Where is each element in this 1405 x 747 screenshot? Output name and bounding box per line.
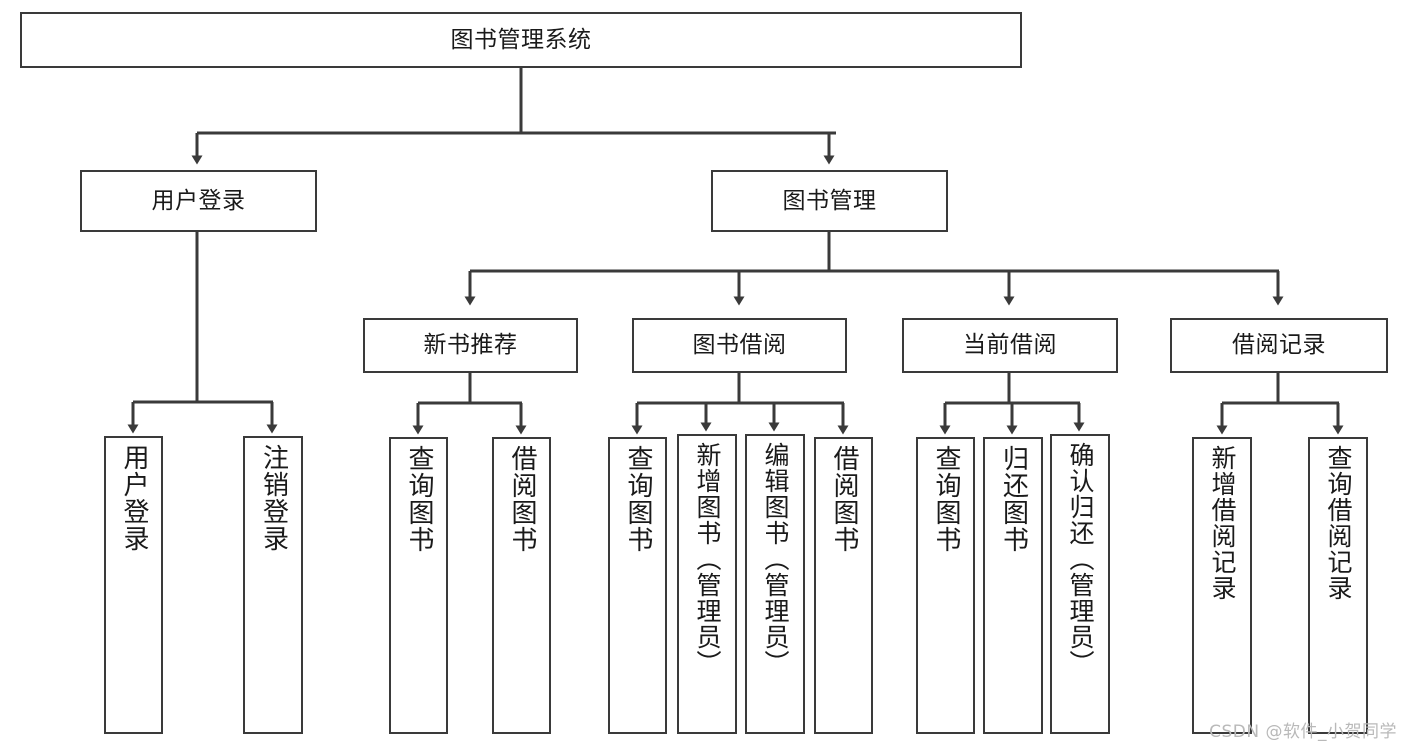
node-label: 新书推荐 [423,332,518,359]
node-label: 借阅图书 [507,445,538,553]
node-leaf-query-book-1[interactable]: 查询图书 [389,437,448,734]
node-label: 查询图书 [623,445,654,553]
node-label: 新增借阅记录 [1208,445,1237,601]
node-root-title[interactable]: 图书管理系统 [20,12,1022,68]
node-leaf-edit-book[interactable]: 编辑图书（管理员） [745,434,805,734]
node-label: 借阅记录 [1232,332,1326,359]
node-label: 用户登录 [119,444,150,552]
node-borrow-record[interactable]: 借阅记录 [1170,318,1388,373]
node-current-borrow[interactable]: 当前借阅 [902,318,1118,373]
node-leaf-user-login[interactable]: 用户登录 [104,436,163,734]
node-leaf-query-book-3[interactable]: 查询图书 [916,437,975,734]
node-label: 查询借阅记录 [1324,445,1353,601]
node-book-borrow[interactable]: 图书借阅 [632,318,847,373]
node-label: 图书管理 [782,187,877,214]
node-book-management[interactable]: 图书管理 [711,170,948,232]
node-label: 注销登录 [258,444,289,552]
node-leaf-query-borrow-record[interactable]: 查询借阅记录 [1308,437,1368,734]
node-label: 归还图书 [998,445,1029,553]
node-leaf-logout[interactable]: 注销登录 [243,436,303,734]
node-label: 当前借阅 [963,332,1057,359]
node-label: 查询图书 [931,445,962,553]
node-label: 借阅图书 [829,445,860,553]
node-leaf-query-book-2[interactable]: 查询图书 [608,437,667,734]
node-label: 新增图书（管理员） [693,442,722,676]
node-label: 图书管理系统 [450,26,592,53]
node-leaf-borrow-book-1[interactable]: 借阅图书 [492,437,551,734]
node-label: 图书借阅 [692,332,787,359]
node-leaf-borrow-book-2[interactable]: 借阅图书 [814,437,873,734]
node-leaf-add-borrow-record[interactable]: 新增借阅记录 [1192,437,1252,734]
node-leaf-confirm-return[interactable]: 确认归还（管理员） [1050,434,1110,734]
node-user-login[interactable]: 用户登录 [80,170,317,232]
node-label: 编辑图书（管理员） [761,442,790,676]
node-label: 确认归还（管理员） [1066,442,1095,676]
node-label: 查询图书 [404,445,435,553]
node-leaf-return-book[interactable]: 归还图书 [983,437,1043,734]
watermark-text: CSDN @软件_小贺同学 [1209,722,1397,742]
node-leaf-add-book[interactable]: 新增图书（管理员） [677,434,737,734]
node-new-book-recommend[interactable]: 新书推荐 [363,318,578,373]
node-label: 用户登录 [151,187,246,214]
